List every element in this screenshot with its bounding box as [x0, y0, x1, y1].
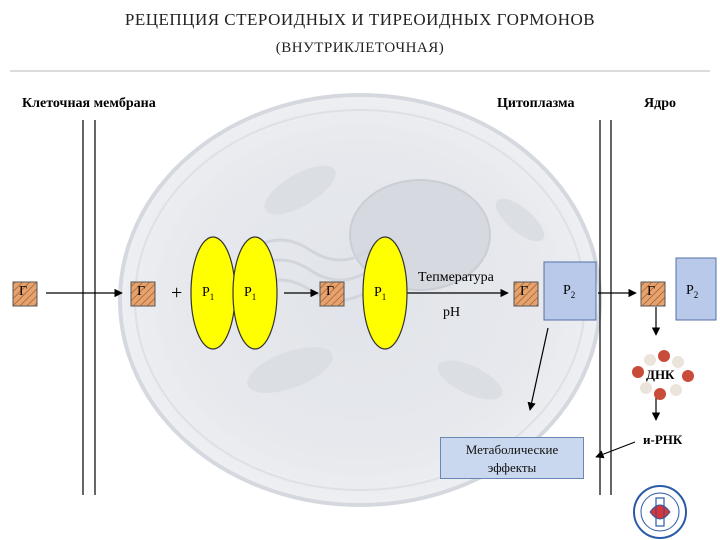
receptor2-label: Р2 — [563, 283, 576, 300]
plus-sign: + — [171, 282, 183, 304]
hormone-cytoplasm — [130, 281, 156, 307]
page-title: Рецепция стероидных и тиреоидных гормоно… — [124, 10, 596, 29]
dna-molecule — [632, 350, 694, 400]
metabolic-effects-label: Метаболические эффекты — [465, 442, 559, 475]
membrane-label: Клеточная мембрана — [22, 96, 156, 111]
hormone-symbol: Г — [137, 284, 146, 299]
hormone-outside — [12, 281, 38, 307]
hormone-bound-r1 — [319, 281, 345, 307]
cytoplasm-label: Цитоплазма — [497, 96, 575, 111]
page-subtitle: (внутриклеточная) — [275, 40, 445, 56]
mrna-label: и-РНК — [643, 432, 683, 447]
hormone-symbol: Г — [326, 284, 335, 299]
receptor2-label: Р2 — [686, 283, 699, 300]
hormone-bound-r2 — [513, 281, 539, 307]
metabolic-effects-box: Метаболические эффекты — [440, 437, 584, 479]
ph-label: рН — [443, 305, 461, 320]
receptor1-label: Р1 — [374, 285, 387, 302]
receptor1-ellipses — [190, 236, 408, 350]
cell-membrane-lines — [82, 120, 96, 495]
hormone-nucleus — [640, 281, 666, 307]
hormone-symbol: Г — [520, 284, 529, 299]
receptor1-label: Р1 — [202, 285, 215, 302]
receptor1-label: Р1 — [244, 285, 257, 302]
hormone-symbol: Г — [19, 284, 28, 299]
temperature-label: Тепмература — [418, 270, 494, 285]
dna-label: ДНК — [646, 367, 675, 382]
nuclear-membrane-lines — [599, 120, 612, 495]
nucleus-label: Ядро — [644, 96, 676, 111]
receptor2-boxes — [543, 257, 717, 321]
flow-arrows — [46, 288, 661, 459]
hormone-symbol: Г — [647, 284, 656, 299]
institution-logo — [633, 485, 687, 539]
hormone-molecules — [12, 281, 666, 307]
